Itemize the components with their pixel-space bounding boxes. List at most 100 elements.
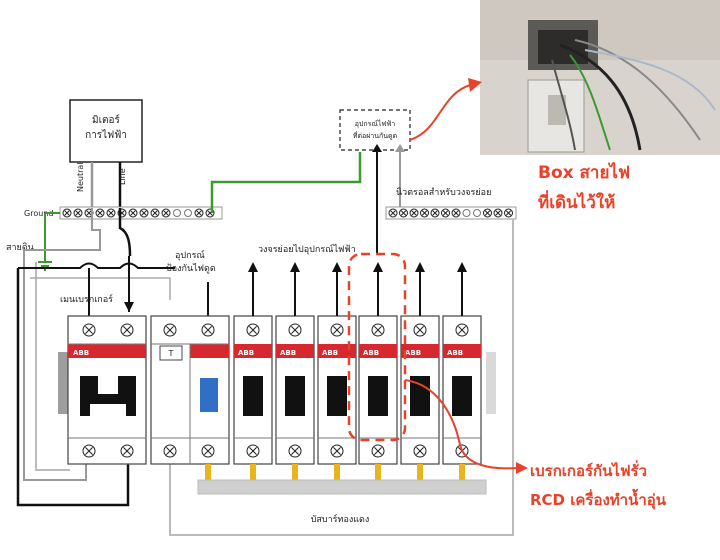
terminal-screw-icon <box>120 323 134 337</box>
output-arrow-icon <box>457 262 467 272</box>
neutral-bar-screws <box>388 208 513 218</box>
busbar-pin <box>292 464 298 480</box>
remote-device-label-1: อุปกรณ์ไฟฟ้า <box>355 119 396 128</box>
terminal-screw-icon <box>430 208 440 218</box>
output-arrow-icon <box>415 262 425 272</box>
terminal-screw-icon <box>288 444 302 458</box>
terminal-screw-icon <box>163 444 177 458</box>
empty-terminal-icon <box>462 209 471 217</box>
meter-label-1: มิเตอร์ <box>92 114 121 126</box>
terminal-screw-icon <box>194 208 204 218</box>
terminal-screw-icon <box>413 323 427 337</box>
remote-device: อุปกรณ์ไฟฟ้า ที่ต่อผ่านกันดูด <box>339 109 411 151</box>
main-breaker-label: เมนเบรกเกอร์ <box>60 293 113 305</box>
terminal-screw-icon <box>246 444 260 458</box>
busbar-pin <box>250 464 256 480</box>
terminal-screw-icon <box>73 208 83 218</box>
empty-terminal-icon <box>473 209 481 217</box>
neutral-label: Neutral <box>76 162 85 192</box>
terminal-screw-icon <box>330 444 344 458</box>
busbar-pin <box>205 464 211 480</box>
branch-breaker: ABB <box>275 262 315 480</box>
breaker-toggle <box>285 376 305 416</box>
box-callout-line1: Box สายไฟ <box>538 162 630 183</box>
terminal-screw-icon <box>455 323 469 337</box>
rcd-callout-line2: RCD เครื่องทำน้ำอุ่น <box>530 488 667 510</box>
svg-text:ABB: ABB <box>238 349 254 357</box>
svg-text:ABB: ABB <box>447 349 463 357</box>
spd-label-1: อุปกรณ์ <box>175 249 205 261</box>
busbar-pin <box>417 464 423 480</box>
terminal-screw-icon <box>163 323 177 337</box>
main-breaker-toggle <box>80 376 136 416</box>
terminal-screw-icon <box>371 323 385 337</box>
terminal-screw-icon <box>95 208 105 218</box>
spd-unit: T <box>150 315 230 465</box>
breaker-row: ABB T ABB ABB ABB ABB ABB ABB <box>58 262 496 480</box>
svg-text:ABB: ABB <box>322 349 338 357</box>
busbar-pin <box>459 464 465 480</box>
busbar-label: บัสบาร์ทองแดง <box>311 513 370 525</box>
terminal-screw-icon <box>139 208 149 218</box>
terminal-screw-icon <box>371 444 385 458</box>
spd-toggle <box>200 378 218 412</box>
terminal-screw-icon <box>330 323 344 337</box>
din-rail-left <box>58 352 68 414</box>
neutral-bar-label: นิวตรอลสำหรับวงจรย่อย <box>396 187 491 198</box>
branch-circuits-label: วงจรย่อยไปอุปกรณ์ไฟฟ้า <box>258 243 356 255</box>
breaker-toggle <box>452 376 472 416</box>
output-arrow-icon <box>373 262 383 272</box>
terminal-screw-icon <box>201 444 215 458</box>
ground-label: Ground <box>24 209 53 218</box>
remote-device-label-2: ที่ต่อผ่านกันดูด <box>353 131 397 140</box>
junction-box-photo <box>480 0 720 155</box>
terminal-screw-icon <box>441 208 450 218</box>
terminal-screw-icon <box>201 323 215 337</box>
terminal-screw-icon <box>504 208 513 218</box>
branch-breaker: ABB <box>358 262 398 480</box>
output-arrow-icon <box>248 262 258 272</box>
terminal-screw-icon <box>161 208 171 218</box>
terminal-screw-icon <box>62 208 72 218</box>
terminal-screw-icon <box>246 323 260 337</box>
meter-box: มิเตอร์ การไฟฟ้า <box>69 99 143 163</box>
terminal-screw-icon <box>451 208 461 218</box>
terminal-screw-icon <box>106 208 116 218</box>
box-callout-line2: ที่เดินไว้ให้ <box>538 190 615 213</box>
terminal-screw-icon <box>493 208 503 218</box>
svg-text:ABB: ABB <box>405 349 421 357</box>
test-button <box>159 345 183 361</box>
terminal-screw-icon <box>409 208 419 218</box>
branch-breaker: ABB <box>317 262 357 480</box>
ground-bar-screws <box>62 208 215 218</box>
svg-text:ABB: ABB <box>363 349 379 357</box>
empty-terminal-icon <box>173 209 181 217</box>
terminal-screw-icon <box>399 208 408 218</box>
empty-terminal-icon <box>184 209 192 217</box>
terminal-screw-icon <box>150 208 160 218</box>
svg-text:ABB: ABB <box>73 349 89 357</box>
main-breaker: ABB <box>67 315 147 465</box>
svg-text:ABB: ABB <box>280 349 296 357</box>
busbar-pin <box>375 464 381 480</box>
terminal-screw-icon <box>120 444 134 458</box>
terminal-screw-icon <box>82 444 96 458</box>
din-rail-right <box>486 352 496 414</box>
branch-breaker: ABB <box>442 262 482 480</box>
breaker-toggle <box>327 376 347 416</box>
terminal-screw-icon <box>82 323 96 337</box>
earth-label: สายดิน <box>6 242 34 253</box>
terminal-screw-icon <box>483 208 492 218</box>
busbar-pin <box>334 464 340 480</box>
rcd-highlight <box>347 252 407 442</box>
breaker-toggle <box>368 376 388 416</box>
meter-label-2: การไฟฟ้า <box>85 129 127 141</box>
terminal-screw-icon <box>413 444 427 458</box>
breaker-toggle <box>243 376 263 416</box>
line-label: Line <box>118 168 127 185</box>
rcd-callout-line1: เบรกเกอร์กันไฟรั่ว <box>530 460 647 480</box>
branch-breaker: ABB <box>400 262 440 480</box>
copper-busbar: บัสบาร์ทองแดง <box>197 479 487 525</box>
terminal-screw-icon <box>388 208 398 218</box>
